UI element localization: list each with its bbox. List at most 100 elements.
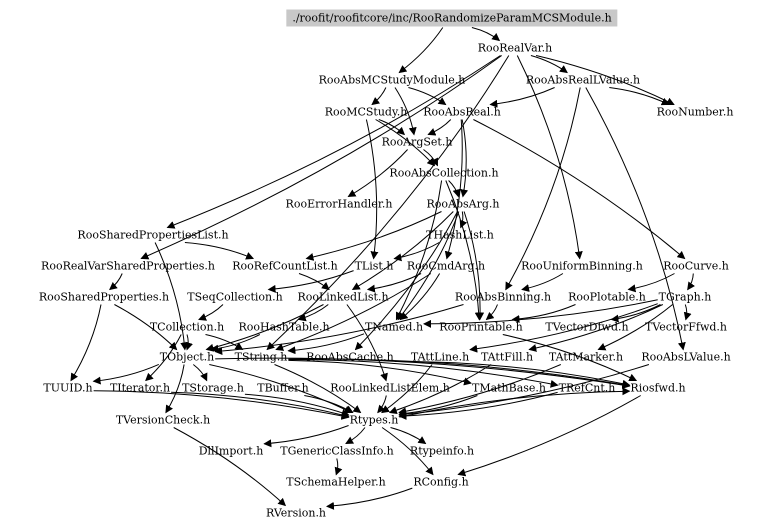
dependency-edge: [70, 304, 102, 382]
graph-node[interactable]: TCollection.h: [149, 320, 225, 334]
graph-node[interactable]: TList.h: [354, 259, 394, 273]
graph-node[interactable]: TRefCnt.h: [558, 381, 616, 395]
graph-node[interactable]: RooNumber.h: [656, 105, 734, 119]
graph-node[interactable]: DllImport.h: [198, 444, 264, 458]
dependency-edge: [114, 304, 178, 351]
graph-node[interactable]: RConfig.h: [413, 475, 469, 489]
graph-node[interactable]: TUUID.h: [43, 381, 93, 395]
graph-node[interactable]: RooHashTable.h: [238, 320, 330, 334]
graph-node[interactable]: RooAbsLValue.h: [641, 350, 731, 364]
graph-node[interactable]: RooLinkedListElem.h: [330, 381, 450, 395]
dependency-edge: [198, 304, 224, 321]
graph-node[interactable]: RooRefCountList.h: [232, 259, 338, 273]
dependency-edge: [393, 242, 440, 262]
dependency-edge: [460, 119, 469, 198]
dependency-edge: [347, 149, 408, 198]
dependency-edge: [140, 55, 502, 260]
graph-node[interactable]: TVectorFfwd.h: [645, 320, 727, 334]
dependency-edge: [473, 119, 686, 260]
dependency-edge: [489, 87, 555, 108]
dependency-edge: [171, 391, 350, 419]
dependency-edge: [485, 304, 498, 321]
graph-node[interactable]: RooArgSet.h: [381, 135, 453, 149]
graph-node[interactable]: RooAbsReal.h: [423, 105, 501, 119]
dependency-edge: [398, 364, 561, 416]
dependency-edge: [423, 299, 658, 328]
dependency-edge: [184, 242, 255, 260]
dependency-edge: [165, 364, 185, 414]
dependency-edge: [288, 358, 631, 389]
graph-node[interactable]: TAttFill.h: [480, 350, 534, 364]
graph-node[interactable]: RooCmdArg.h: [406, 259, 486, 273]
graph-node[interactable]: RVersion.h: [265, 506, 327, 520]
graph-node[interactable]: RooAbsBinning.h: [454, 290, 552, 304]
graph-node[interactable]: TBuffer.h: [257, 381, 309, 395]
graph-node[interactable]: TStorage.h: [182, 381, 244, 395]
dependency-edge: [154, 242, 189, 351]
graph-node[interactable]: TGraph.h: [658, 290, 712, 304]
graph-node[interactable]: RooCurve.h: [663, 259, 729, 273]
graph-node[interactable]: RooAbsMCStudyModule.h: [318, 73, 466, 87]
graph-node[interactable]: RooLinkedList.h: [297, 290, 389, 304]
dependency-edge: [445, 180, 483, 321]
graph-node[interactable]: Rtypeinfo.h: [409, 444, 475, 458]
graph-node[interactable]: Riosfwd.h: [630, 381, 686, 395]
graph-node[interactable]: RooUniformBinning.h: [521, 259, 643, 273]
dependency-edge: [390, 427, 427, 445]
dependency-edge: [173, 427, 287, 507]
graph-node-root[interactable]: ./roofit/roofitcore/inc/RooRandomizePara…: [286, 9, 618, 27]
graph-node[interactable]: RooSharedProperties.h: [38, 290, 170, 304]
dependency-edge: [511, 304, 576, 323]
dependency-edge: [288, 359, 472, 386]
dependency-edge: [627, 273, 675, 293]
graph-node[interactable]: RooAbsCollection.h: [389, 166, 499, 180]
graph-node[interactable]: RooPlotable.h: [568, 290, 646, 304]
graph-node[interactable]: TIterator.h: [109, 381, 171, 395]
graph-node[interactable]: RooRealVar.h: [477, 41, 553, 55]
graph-node[interactable]: RooAbsArg.h: [426, 197, 500, 211]
graph-node[interactable]: RooPrintable.h: [439, 320, 523, 334]
dependency-edge: [609, 87, 670, 106]
graph-node[interactable]: TVectorDfwd.h: [545, 320, 629, 334]
graph-node[interactable]: TAttMarker.h: [548, 350, 624, 364]
dependency-edge: [366, 273, 422, 293]
dependency-edge: [215, 357, 631, 389]
dependency-edge: [185, 334, 193, 351]
graph-node[interactable]: TAttLine.h: [410, 350, 470, 364]
graph-node[interactable]: TNamed.h: [364, 320, 424, 334]
graph-node[interactable]: TVersionCheck.h: [115, 413, 211, 427]
dependency-edge: [297, 304, 329, 322]
dependency-edge: [214, 304, 464, 355]
dependency-edge: [377, 395, 387, 414]
dependency-edge: [502, 334, 638, 382]
dependency-edge: [378, 119, 406, 136]
graph-node[interactable]: RooSharedPropertiesList.h: [77, 228, 229, 242]
dependency-edge: [394, 360, 631, 388]
graph-node[interactable]: TGenericClassInfo.h: [280, 444, 394, 458]
dependency-edge: [375, 119, 436, 167]
dependency-edge: [267, 270, 354, 293]
graph-node[interactable]: RooAbsCache.h: [306, 350, 394, 364]
graph-node[interactable]: RooRealVarSharedProperties.h: [41, 259, 215, 273]
dependency-edge: [398, 364, 650, 419]
dependency-edge: [354, 211, 458, 351]
graph-node[interactable]: TMathBase.h: [471, 381, 547, 395]
dependency-edge: [371, 87, 387, 106]
graph-node[interactable]: TSeqCollection.h: [187, 290, 283, 304]
graph-node[interactable]: Rtypes.h: [349, 413, 399, 427]
graph-node[interactable]: TSchemaHelper.h: [286, 475, 386, 489]
graph-node[interactable]: RooAbsRealLValue.h: [525, 73, 641, 87]
dependency-edge: [266, 55, 510, 351]
dependency-edge: [469, 303, 658, 353]
dependency-edge: [345, 427, 366, 444]
graph-node[interactable]: TString.h: [234, 350, 288, 364]
graph-node[interactable]: RooErrorHandler.h: [285, 197, 393, 211]
dependency-edge: [93, 390, 350, 420]
graph-node[interactable]: RooMCStudy.h: [324, 105, 408, 119]
dependency-edge: [585, 87, 686, 351]
graph-node[interactable]: THashList.h: [426, 228, 494, 242]
graph-node[interactable]: TObject.h: [159, 350, 215, 364]
dependency-edge: [365, 119, 379, 260]
dependency-edge: [394, 87, 417, 136]
